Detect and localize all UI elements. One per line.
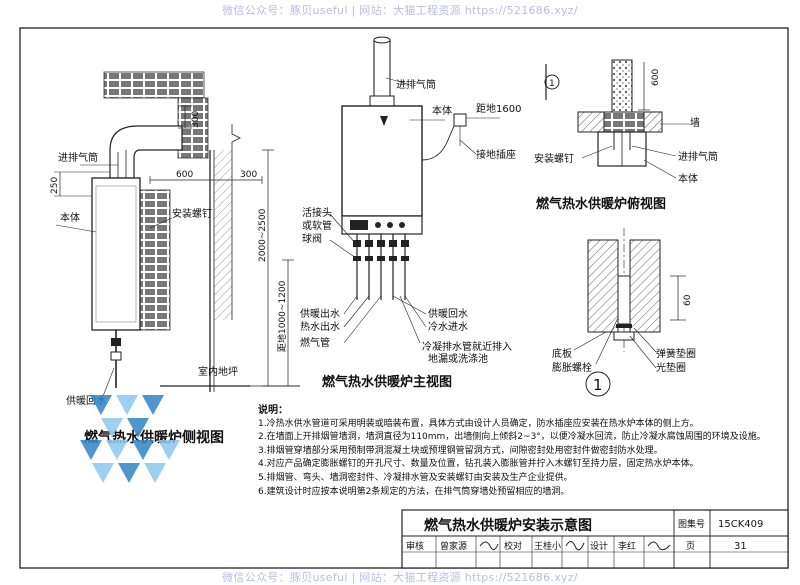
detail-dim-60: 60 — [683, 294, 693, 306]
signature-3 — [647, 541, 671, 551]
gas-label: 燃气管 — [300, 336, 330, 349]
top-intake-label: 进排气筒 — [678, 150, 718, 163]
dim-2000: 2000~2500 — [258, 208, 268, 262]
dim-250: 250 — [50, 177, 60, 194]
dim-600: 600 — [176, 170, 193, 180]
tb-review: 审核 — [406, 540, 424, 552]
spring-washer-label: 弹簧垫圈 — [656, 347, 696, 360]
bolt-label: 膨胀螺栓 — [552, 361, 592, 374]
page-number: 31 — [734, 541, 747, 552]
note-item: 3.排烟管穿墙部分采用预制带洞混凝土块或预埋钢管留洞方式，间隙密封处用密封件做密… — [258, 445, 663, 456]
detail-marker: 1 — [593, 376, 603, 394]
note-item: 4.对应产品确定膨胀螺钉的开孔尺寸、数量及位置，钻孔装入膨胀管并拧入木螺钉至持力… — [258, 459, 699, 470]
side-body-label: 本体 — [60, 211, 80, 224]
tb-design: 设计 — [590, 540, 608, 552]
union-label: 活接头 — [302, 206, 332, 219]
cold-in-label: 冷水进水 — [428, 320, 468, 333]
atlas-number: 15CK409 — [718, 519, 763, 530]
socket-label: 接地插座 — [476, 148, 516, 161]
dim-1000: 距地1000~1200 — [276, 280, 288, 352]
tb-check: 校对 — [504, 540, 522, 552]
cond1-label: 冷凝排水管就近排入 — [422, 340, 512, 353]
top-body-label: 本体 — [678, 172, 698, 185]
atlas-label: 图集号 — [678, 518, 705, 530]
note-item: 1.冷热水供水管道可采用明装或暗装布置，具体方式由设计人员确定，防水插座应安装在… — [258, 418, 699, 429]
note-item: 6.建筑设计时应按本说明第2条规定的方法，在排气筒穿墙处预留相应的墙洞。 — [258, 486, 570, 497]
dim-300a: 300 — [191, 111, 201, 128]
notes: 说明： 1.冷热水供水管道可采用明装或暗装布置，具体方式由设计人员确定，防水插座… — [258, 404, 798, 499]
signature-1 — [479, 541, 499, 550]
note-item: 5.排烟管、弯头、墙洞密封件、冷凝排水管及安装螺钉由安装及生产企业提供。 — [258, 472, 573, 483]
watermark-logo-icon — [80, 395, 180, 483]
page-label: 页 — [686, 541, 695, 552]
plate-label: 底板 — [552, 347, 572, 360]
wall-label: 墙 — [690, 116, 700, 129]
union2-label: 或软管 — [302, 219, 332, 232]
signature-2 — [565, 541, 585, 551]
flat-washer-label: 光垫圈 — [656, 361, 686, 374]
valve-label: 球阀 — [302, 232, 322, 245]
tb-checker: 王桂小 — [534, 540, 561, 552]
tb-reviewer: 曾家源 — [440, 540, 467, 552]
front-body-label: 本体 — [432, 104, 452, 117]
top-marker: 1 — [549, 79, 555, 89]
notes-title: 说明： — [258, 405, 288, 416]
front-view: 进排气筒 本体 距地1600 接地插座 活接头 或软管 球阀 供暖出水 热水出水… — [300, 36, 521, 390]
drawing-title: 燃气热水供暖炉安装示意图 — [424, 517, 592, 534]
top-view: 1 600 墙 安装螺钉 进排气筒 本体 燃气热水供暖炉俯视图 — [534, 59, 718, 212]
supply-out-label: 供暖出水 — [300, 307, 340, 320]
floor-label: 室内地坪 — [198, 365, 238, 378]
front-return-label: 供暖回水 — [428, 307, 468, 320]
dim-300b: 300 — [240, 170, 257, 180]
top-dim-600: 600 — [651, 69, 661, 86]
title-block: 燃气热水供暖炉安装示意图 图集号 15CK409 审核 曾家源 校对 王桂小 设… — [401, 509, 789, 569]
front-intake-label: 进排气筒 — [396, 78, 436, 91]
note-item: 2.在墙面上开排烟管墙洞，墙洞直径为110mm，出墙侧向上倾斜2~3°，以便冷凝… — [258, 432, 766, 443]
cond2-label: 地漏或洗涤池 — [428, 352, 488, 365]
top-view-title: 燃气热水供暖炉俯视图 — [536, 196, 666, 212]
watermark-top: 微信公众号：豚贝useful | 网站：大猫工程资源 https://52168… — [222, 4, 578, 17]
hot-out-label: 热水出水 — [300, 320, 340, 333]
side-screw-label: 安装螺钉 — [172, 207, 212, 220]
side-intake-label: 进排气筒 — [58, 151, 98, 164]
side-view: 进排气筒 本体 安装螺钉 供暖回水 室内地坪 300 250 600 300 2… — [50, 71, 300, 446]
dist1600-label: 距地1600 — [476, 102, 521, 115]
front-view-title: 燃气热水供暖炉主视图 — [322, 374, 452, 390]
tb-designer: 李红 — [618, 540, 636, 552]
top-screw-label: 安装螺钉 — [534, 152, 574, 165]
watermark-bottom: 微信公众号：豚贝useful | 网站：大猫工程资源 https://52168… — [222, 571, 578, 584]
side-view-title: 燃气热水供暖炉侧视图 — [84, 429, 224, 446]
detail-1: 1 60 底板 膨胀螺栓 弹簧垫圈 光垫圈 — [552, 228, 696, 397]
